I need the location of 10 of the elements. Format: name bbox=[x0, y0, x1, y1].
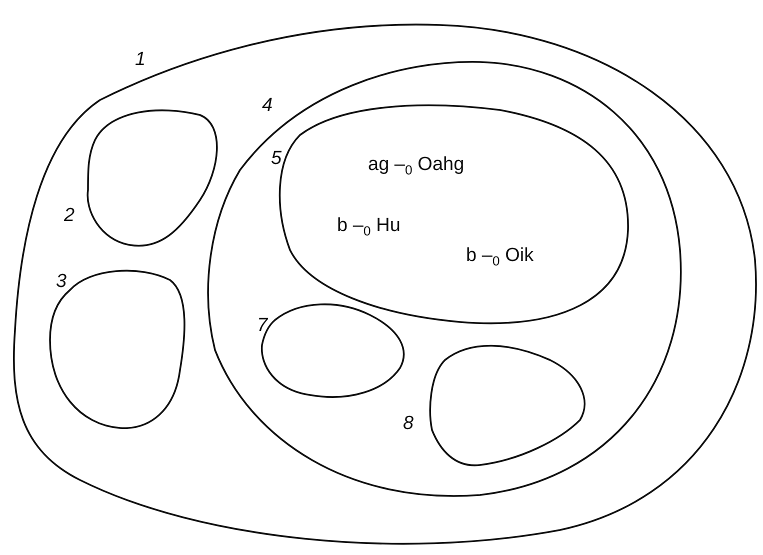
region-number: 8 bbox=[403, 414, 414, 433]
equation-label: b –$_{0}$ Hu bbox=[337, 216, 400, 238]
region-number: 4 bbox=[262, 96, 273, 115]
region-number: 3 bbox=[56, 272, 67, 291]
region-number: 7 bbox=[257, 316, 268, 335]
equation-label: ag –$_{0}$ Oahg bbox=[368, 155, 464, 177]
region-number: 5 bbox=[271, 149, 282, 168]
equation-label: b –$_{0}$ Oik bbox=[466, 246, 534, 268]
region-number: 2 bbox=[64, 206, 75, 225]
region-number: 1 bbox=[135, 50, 146, 69]
